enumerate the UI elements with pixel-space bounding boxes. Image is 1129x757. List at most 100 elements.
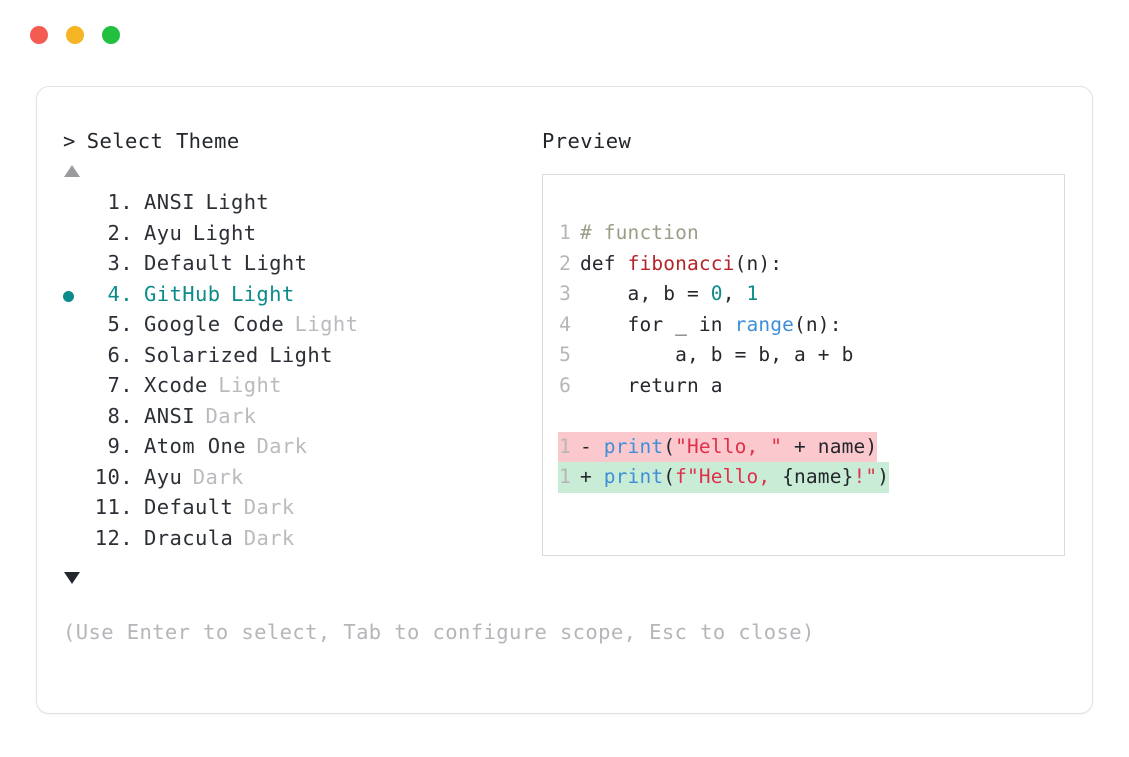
selected-bullet-icon — [63, 291, 74, 303]
theme-list-item[interactable]: 12. Dracula Dark — [63, 526, 533, 557]
theme-item-variant: Dark — [243, 495, 295, 519]
diff-line-added: 1+ print(f"Hello, {name}!") — [558, 462, 890, 493]
code-line: 4 for _ in range(n): — [558, 310, 1058, 341]
line-number: 6 — [559, 373, 571, 397]
selection-bullet-slot — [63, 190, 89, 221]
theme-item-index: 10. — [94, 464, 133, 489]
code-token: {name} — [782, 465, 854, 488]
theme-item-index: 12. — [94, 525, 133, 550]
code-token: 1 — [746, 282, 759, 305]
code-token: (n): — [794, 312, 842, 336]
code-token: a, b = b, a + b — [580, 343, 854, 366]
page-title: Select Theme — [86, 129, 240, 153]
theme-item-variant: Light — [269, 342, 333, 367]
selection-bullet-slot — [63, 526, 89, 557]
theme-list-item[interactable]: 2. Ayu Light — [63, 221, 533, 252]
code-token: print — [603, 434, 664, 458]
code-token: a, b = — [580, 282, 711, 305]
preview-label: Preview — [542, 129, 632, 153]
theme-item-name: Google Code — [144, 312, 285, 336]
code-line: 6 return a — [558, 371, 1058, 402]
theme-item-index: 11. — [94, 495, 133, 519]
theme-list-item[interactable]: 5. Google Code Light — [63, 312, 533, 343]
theme-item-name: ANSI — [144, 403, 195, 428]
triangle-up-icon[interactable] — [64, 165, 80, 177]
selection-bullet-slot — [63, 434, 89, 465]
theme-list-item[interactable]: 6. Solarized Light — [63, 343, 533, 374]
diff-sign: - — [580, 434, 604, 458]
code-line: 1 # function — [558, 218, 1058, 249]
selection-bullet-slot — [63, 465, 89, 496]
theme-item-name: Atom One — [144, 434, 246, 458]
theme-item-index: 6. — [107, 342, 133, 367]
line-number: 2 — [559, 251, 571, 275]
theme-item-index: 9. — [107, 434, 133, 458]
line-number: 3 — [559, 282, 571, 305]
code-token: , — [722, 282, 747, 305]
keyboard-hint: (Use Enter to select, Tab to configure s… — [63, 620, 815, 644]
line-number: 4 — [559, 312, 571, 336]
theme-item-variant: Dark — [243, 525, 295, 550]
theme-item-variant: Light — [192, 220, 257, 245]
theme-item-variant: Light — [294, 312, 359, 336]
line-number: 1 — [559, 221, 571, 244]
theme-item-name: Solarized — [144, 342, 259, 367]
selection-bullet-slot — [63, 312, 89, 343]
prompt-row: > Select Theme — [63, 129, 533, 153]
selection-bullet-slot — [63, 251, 89, 282]
diff-line-removed: 1- print("Hello, " + name) — [558, 431, 878, 462]
code-token: "Hello, " — [675, 434, 783, 458]
selection-bullet-slot — [63, 495, 89, 526]
theme-item-variant: Light — [205, 190, 270, 214]
theme-list-item[interactable]: 11. Default Dark — [63, 495, 533, 526]
theme-item-index: 7. — [107, 373, 133, 397]
code-line: 5 a, b = b, a + b — [558, 340, 1058, 371]
line-number: 1 — [559, 434, 571, 458]
code-spacer — [558, 401, 1058, 432]
code-token: for _ in — [580, 312, 735, 336]
selection-bullet-slot — [63, 404, 89, 435]
theme-item-index: 4. — [107, 281, 133, 306]
code-token: f"Hello, — [675, 465, 783, 488]
theme-item-index: 2. — [107, 220, 133, 245]
theme-item-index: 3. — [107, 251, 133, 275]
window-titlebar — [30, 26, 120, 44]
code-token: print — [603, 465, 664, 488]
close-button[interactable] — [30, 26, 48, 44]
code-token: ( — [663, 465, 676, 488]
theme-item-index: 8. — [107, 403, 133, 428]
theme-item-name: Dracula — [144, 525, 234, 550]
maximize-button[interactable] — [102, 26, 120, 44]
theme-item-name: Ayu — [144, 220, 183, 245]
selection-bullet-slot — [63, 221, 89, 252]
triangle-down-icon[interactable] — [64, 572, 80, 584]
minimize-button[interactable] — [66, 26, 84, 44]
code-token: # function — [580, 221, 699, 244]
theme-item-name: Default — [144, 251, 234, 275]
line-number: 1 — [559, 465, 571, 488]
code-token: + name) — [782, 434, 878, 458]
code-token: ( — [663, 434, 676, 458]
theme-item-index: 5. — [107, 312, 133, 336]
theme-item-name: Default — [144, 495, 234, 519]
line-number: 5 — [559, 343, 571, 366]
theme-item-name: Xcode — [144, 373, 208, 397]
theme-item-index: 1. — [107, 190, 133, 214]
selection-bullet-slot — [63, 373, 89, 404]
theme-item-name: Ayu — [144, 464, 183, 489]
code-token: (n): — [734, 251, 783, 275]
